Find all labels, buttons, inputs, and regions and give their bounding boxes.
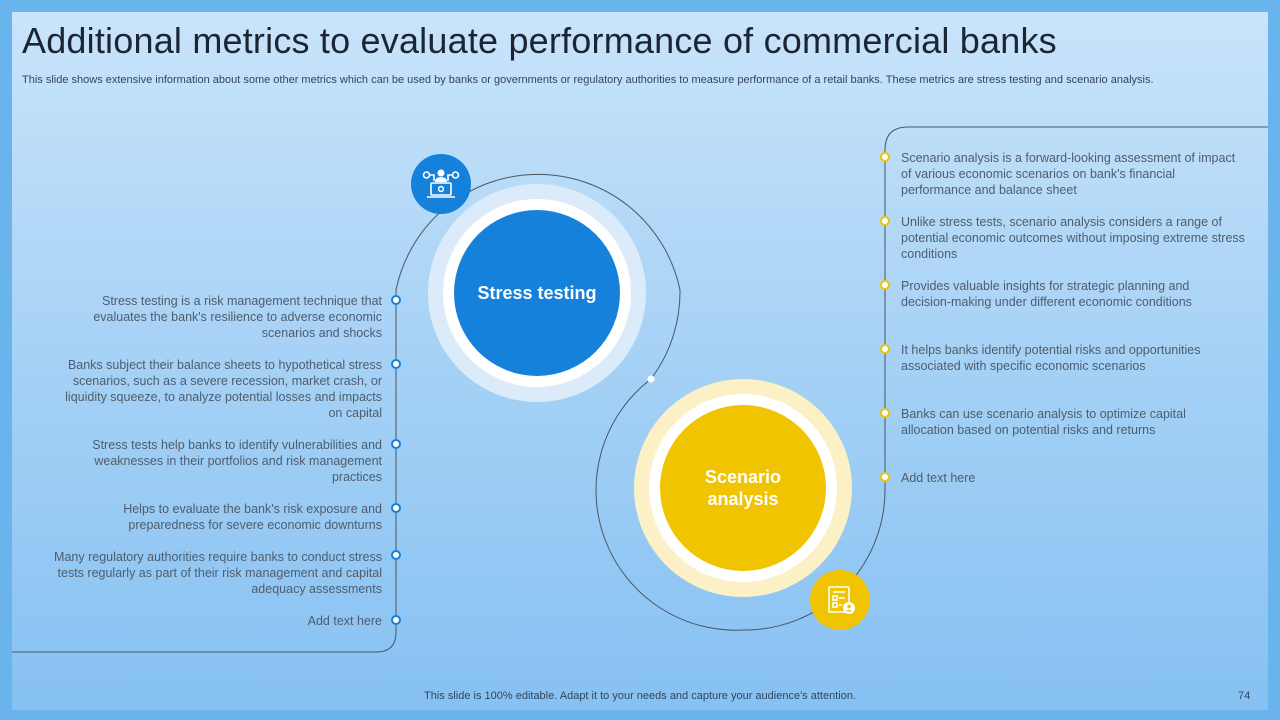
scenario-analysis-label: Scenario analysis [663, 466, 823, 510]
scenario-label-line1: Scenario [704, 467, 782, 487]
page-subtitle: This slide shows extensive information a… [22, 74, 1154, 86]
footer-note: This slide is 100% editable. Adapt it to… [424, 690, 856, 702]
stress-point-6: Add text here [307, 614, 382, 628]
scenario-point-1: Scenario analysis is a forward-looking a… [901, 151, 1236, 197]
stress-point-5: Many regulatory authorities require bank… [54, 550, 382, 596]
analytics-report-icon [810, 570, 870, 630]
stress-testing-label: Stress testing [477, 283, 597, 303]
stress-point-1: Stress testing is a risk management tech… [93, 294, 382, 340]
right-bullet [880, 216, 890, 226]
scenario-point-2: Unlike stress tests, scenario analysis c… [901, 215, 1245, 261]
left-bullet [391, 550, 401, 560]
stress-circle[interactable] [454, 210, 620, 376]
stress-point-4: Helps to evaluate the bank's risk exposu… [123, 502, 382, 532]
left-bullet [391, 615, 401, 625]
slide-background [12, 12, 1268, 710]
left-bullet [391, 439, 401, 449]
scenario-label-line2: analysis [707, 489, 779, 509]
page-number: 74 [1238, 690, 1251, 702]
connector-dot [647, 375, 655, 383]
scenario-circle[interactable] [660, 405, 826, 571]
page-title: Additional metrics to evaluate performan… [22, 20, 1057, 61]
right-bullet [880, 280, 890, 290]
right-bullet [880, 152, 890, 162]
presenter-settings-icon [411, 154, 471, 214]
left-bullet [391, 503, 401, 513]
scenario-point-5: Banks can use scenario analysis to optim… [901, 407, 1186, 437]
left-bullet [391, 359, 401, 369]
stress-point-3: Stress tests help banks to identify vuln… [92, 438, 382, 484]
scenario-point-4: It helps banks identify potential risks … [901, 343, 1201, 373]
left-bullet [391, 295, 401, 305]
stress-point-2: Banks subject their balance sheets to hy… [65, 358, 382, 420]
scenario-point-6: Add text here [901, 471, 976, 485]
right-bullet [880, 408, 890, 418]
scenario-point-3: Provides valuable insights for strategic… [901, 279, 1192, 309]
right-bullet [880, 344, 890, 354]
right-bullet [880, 472, 890, 482]
